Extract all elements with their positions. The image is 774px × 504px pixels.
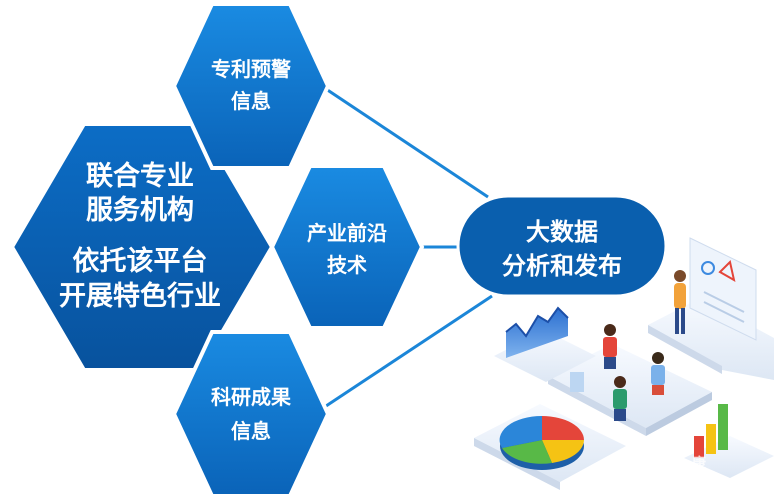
connector-bottom (319, 294, 493, 412)
hexagon-industry-frontier-line1: 产业前沿 (307, 221, 387, 245)
hexagon-research-results-line2: 信息 (231, 419, 271, 443)
presentation-board-icon (689, 237, 757, 341)
main-hexagon-line4: 开展特色行业 (59, 280, 221, 312)
hub-big-data: 大数据 分析和发布 (456, 194, 668, 298)
hexagon-industry-frontier: 产业前沿 技术 (269, 164, 425, 330)
hexagon-patent-alert: 专利预警 信息 (171, 1, 331, 170)
audience-figures (570, 324, 665, 421)
meeting-illustration-icon (474, 237, 774, 490)
hub-line1: 大数据 (526, 218, 598, 246)
presenter-figure (674, 270, 686, 334)
bar-chart-icon (684, 404, 774, 478)
connector-top (319, 83, 489, 199)
hexagon-industry-frontier-line2: 技术 (327, 253, 367, 277)
watermark-text: 康 (692, 455, 707, 472)
main-hexagon-line1: 联合专业 (86, 160, 194, 192)
main-hexagon-line2: 服务机构 (86, 195, 194, 226)
hexagon-patent-alert-line1: 专利预警 (211, 57, 291, 81)
hexagon-research-results-line1: 科研成果 (211, 385, 291, 409)
area-chart-icon (494, 306, 596, 382)
hexagon-research-results: 科研成果 信息 (171, 330, 331, 498)
main-hexagon-line3: 依托该平台 (73, 245, 208, 277)
pie-chart-icon (499, 415, 584, 470)
hexagon-patent-alert-line2: 信息 (231, 89, 271, 113)
hub-line2: 分析和发布 (502, 252, 622, 280)
